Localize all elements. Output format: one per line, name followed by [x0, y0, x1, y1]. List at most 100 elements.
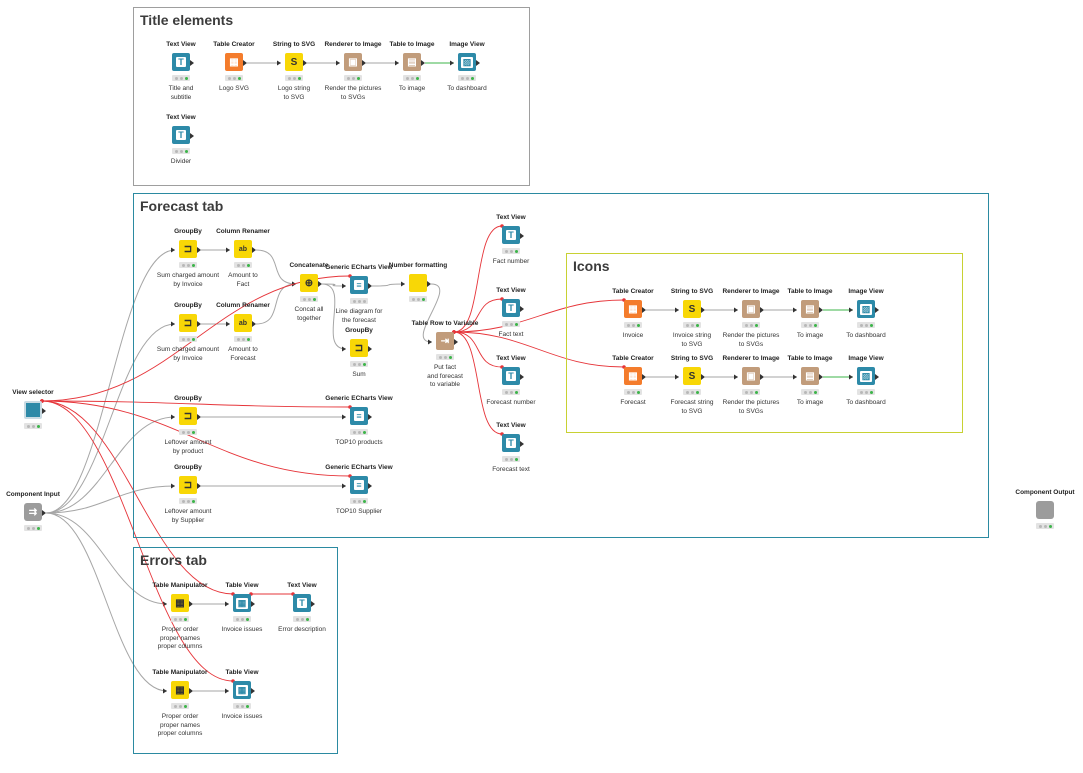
component-input-icon[interactable]: ⇉ [24, 503, 42, 521]
text-view-icon[interactable]: T [502, 434, 520, 452]
output-port[interactable] [520, 374, 524, 380]
input-port[interactable] [225, 601, 229, 607]
input-port[interactable] [171, 483, 175, 489]
string-to-svg-icon[interactable]: S [683, 300, 701, 318]
data-connection[interactable] [45, 249, 176, 514]
output-port[interactable] [642, 374, 646, 380]
output-port[interactable] [251, 688, 255, 694]
output-port[interactable] [875, 307, 879, 313]
text-view-icon[interactable]: T [502, 367, 520, 385]
input-port[interactable] [342, 483, 346, 489]
output-port[interactable] [318, 281, 322, 287]
input-port[interactable] [450, 60, 454, 66]
image-view-icon[interactable]: ▨ [857, 300, 875, 318]
input-port[interactable] [675, 374, 679, 380]
output-port[interactable] [642, 307, 646, 313]
renderer-to-image-icon[interactable]: ▣ [742, 300, 760, 318]
data-connection[interactable] [45, 512, 168, 605]
view-selector-icon[interactable] [24, 401, 42, 419]
output-port[interactable] [197, 414, 201, 420]
output-port[interactable] [197, 321, 201, 327]
column-renamer-icon[interactable]: ab [234, 240, 252, 258]
table-to-image-icon[interactable]: ▤ [403, 53, 421, 71]
input-port[interactable] [734, 374, 738, 380]
input-port[interactable] [401, 281, 405, 287]
input-port[interactable] [734, 307, 738, 313]
table-creator-icon[interactable]: ▦ [624, 300, 642, 318]
renderer-to-image-icon[interactable]: ▣ [344, 53, 362, 71]
image-view-icon[interactable]: ▨ [857, 367, 875, 385]
string-to-svg-icon[interactable]: S [285, 53, 303, 71]
input-port[interactable] [342, 346, 346, 352]
table-manipulator-icon[interactable]: ▦ [171, 594, 189, 612]
text-view-icon[interactable]: T [172, 126, 190, 144]
output-port[interactable] [701, 374, 705, 380]
table-creator-icon[interactable]: ▦ [624, 367, 642, 385]
data-connection[interactable] [255, 249, 297, 285]
input-port[interactable] [342, 414, 346, 420]
input-port[interactable] [849, 374, 853, 380]
output-port[interactable] [243, 60, 247, 66]
output-port[interactable] [875, 374, 879, 380]
text-view-icon[interactable]: T [293, 594, 311, 612]
input-port[interactable] [793, 374, 797, 380]
flow-variable-connection[interactable] [453, 299, 625, 333]
output-port[interactable] [368, 483, 372, 489]
output-port[interactable] [520, 233, 524, 239]
flow-variable-connection[interactable] [453, 331, 503, 368]
data-connection[interactable] [321, 283, 347, 287]
data-connection[interactable] [321, 283, 347, 350]
output-port[interactable] [189, 688, 193, 694]
table-view-icon[interactable]: ▦ [233, 681, 251, 699]
renderer-to-image-icon[interactable]: ▣ [742, 367, 760, 385]
data-connection[interactable] [422, 283, 441, 343]
output-port[interactable] [189, 601, 193, 607]
table-creator-icon[interactable]: ▦ [225, 53, 243, 71]
input-port[interactable] [226, 321, 230, 327]
output-port[interactable] [368, 414, 372, 420]
text-view-icon[interactable]: T [172, 53, 190, 71]
output-port[interactable] [520, 441, 524, 447]
data-connection[interactable] [45, 485, 176, 514]
groupby-icon[interactable]: ⊐ [179, 240, 197, 258]
flow-variable-connection[interactable] [41, 400, 234, 682]
flow-variable-connection[interactable] [453, 225, 503, 333]
image-view-icon[interactable]: ▨ [458, 53, 476, 71]
groupby-icon[interactable]: ⊐ [179, 407, 197, 425]
output-port[interactable] [454, 339, 458, 345]
output-port[interactable] [421, 60, 425, 66]
input-port[interactable] [336, 60, 340, 66]
output-port[interactable] [476, 60, 480, 66]
echarts-view-icon[interactable]: ≡ [350, 476, 368, 494]
output-port[interactable] [190, 133, 194, 139]
output-port[interactable] [311, 601, 315, 607]
groupby-icon[interactable]: ⊐ [179, 314, 197, 332]
input-port[interactable] [171, 321, 175, 327]
text-view-icon[interactable]: T [502, 299, 520, 317]
output-port[interactable] [819, 307, 823, 313]
data-connection[interactable] [45, 512, 168, 692]
data-connection[interactable] [45, 416, 176, 514]
output-port[interactable] [197, 483, 201, 489]
annotation-icons[interactable]: Icons [566, 253, 963, 433]
input-port[interactable] [793, 307, 797, 313]
annotation-title-elements[interactable]: Title elements [133, 7, 530, 186]
annotation-errors-tab[interactable]: Errors tab [133, 547, 338, 754]
string-to-svg-icon[interactable]: S [683, 367, 701, 385]
output-port[interactable] [819, 374, 823, 380]
data-connection[interactable] [45, 323, 176, 514]
groupby-icon[interactable]: ⊐ [350, 339, 368, 357]
table-manipulator-icon[interactable]: ▦ [171, 681, 189, 699]
output-port[interactable] [362, 60, 366, 66]
output-port[interactable] [197, 247, 201, 253]
table-to-image-icon[interactable]: ▤ [801, 300, 819, 318]
output-port[interactable] [190, 60, 194, 66]
table-to-image-icon[interactable]: ▤ [801, 367, 819, 385]
column-renamer-icon[interactable]: ab [234, 314, 252, 332]
data-connection[interactable] [371, 283, 406, 287]
output-port[interactable] [520, 306, 524, 312]
input-port[interactable] [171, 414, 175, 420]
flow-variable-connection[interactable] [453, 298, 503, 333]
output-port[interactable] [427, 281, 431, 287]
